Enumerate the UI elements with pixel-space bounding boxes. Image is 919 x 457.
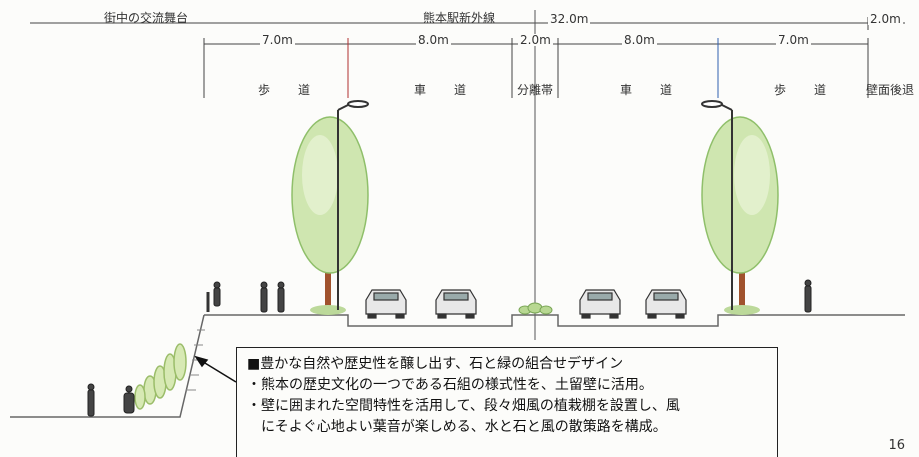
tree-right <box>701 116 779 315</box>
left-area-label: 街中の交流舞台 <box>104 11 189 25</box>
section-road-right: 車 道 <box>620 83 681 97</box>
dim-sidewalk-right: 7.0m <box>776 33 811 47</box>
car-2 <box>435 289 477 319</box>
pedestrians <box>87 279 812 417</box>
section-setback: 壁面後退 <box>866 83 915 97</box>
road-name-label: 熊本駅新外線 <box>423 11 496 25</box>
dim-median: 2.0m <box>518 33 553 47</box>
callout-bullet-2-cont: にそよぐ心地よい葉音が楽しめる、水と石と風の散策路を構成。 <box>247 419 667 435</box>
median-shrubs <box>518 302 553 315</box>
dim-road-right: 8.0m <box>622 33 657 47</box>
street-lamp-left <box>337 100 369 310</box>
car-3 <box>579 289 621 319</box>
callout-bullet-2: ・壁に囲まれた空間特性を活用して、段々畑風の植栽棚を設置し、風 <box>247 398 680 414</box>
tree-left <box>291 116 369 315</box>
section-sidewalk-left: 歩 道 <box>258 83 319 97</box>
dim-sidewalk-left: 7.0m <box>260 33 295 47</box>
terrace-planting <box>134 343 187 410</box>
callout-leader-arrow <box>194 355 237 383</box>
total-width-label: 32.0m <box>548 12 591 26</box>
right-width-label: 2.0m <box>868 12 903 26</box>
section-median: 分離帯 <box>517 83 554 97</box>
ground-profile <box>10 314 905 418</box>
callout-bullet-1: ・熊本の歴史文化の一つである石組の様式性を、土留壁に活用。 <box>247 377 653 393</box>
car-4 <box>645 289 687 319</box>
page-number: 16 <box>888 438 905 453</box>
design-concept-callout: ■豊かな自然や歴史性を醸し出す、石と緑の組合せデザイン ・熊本の歴史文化の一つで… <box>236 347 778 457</box>
street-lamp-right <box>701 100 733 310</box>
section-road-left: 車 道 <box>414 83 475 97</box>
callout-heading: ■豊かな自然や歴史性を醸し出す、石と緑の組合せデザイン <box>247 356 624 372</box>
car-1 <box>365 289 407 319</box>
dim-road-left: 8.0m <box>416 33 451 47</box>
section-sidewalk-right: 歩 道 <box>774 83 835 97</box>
